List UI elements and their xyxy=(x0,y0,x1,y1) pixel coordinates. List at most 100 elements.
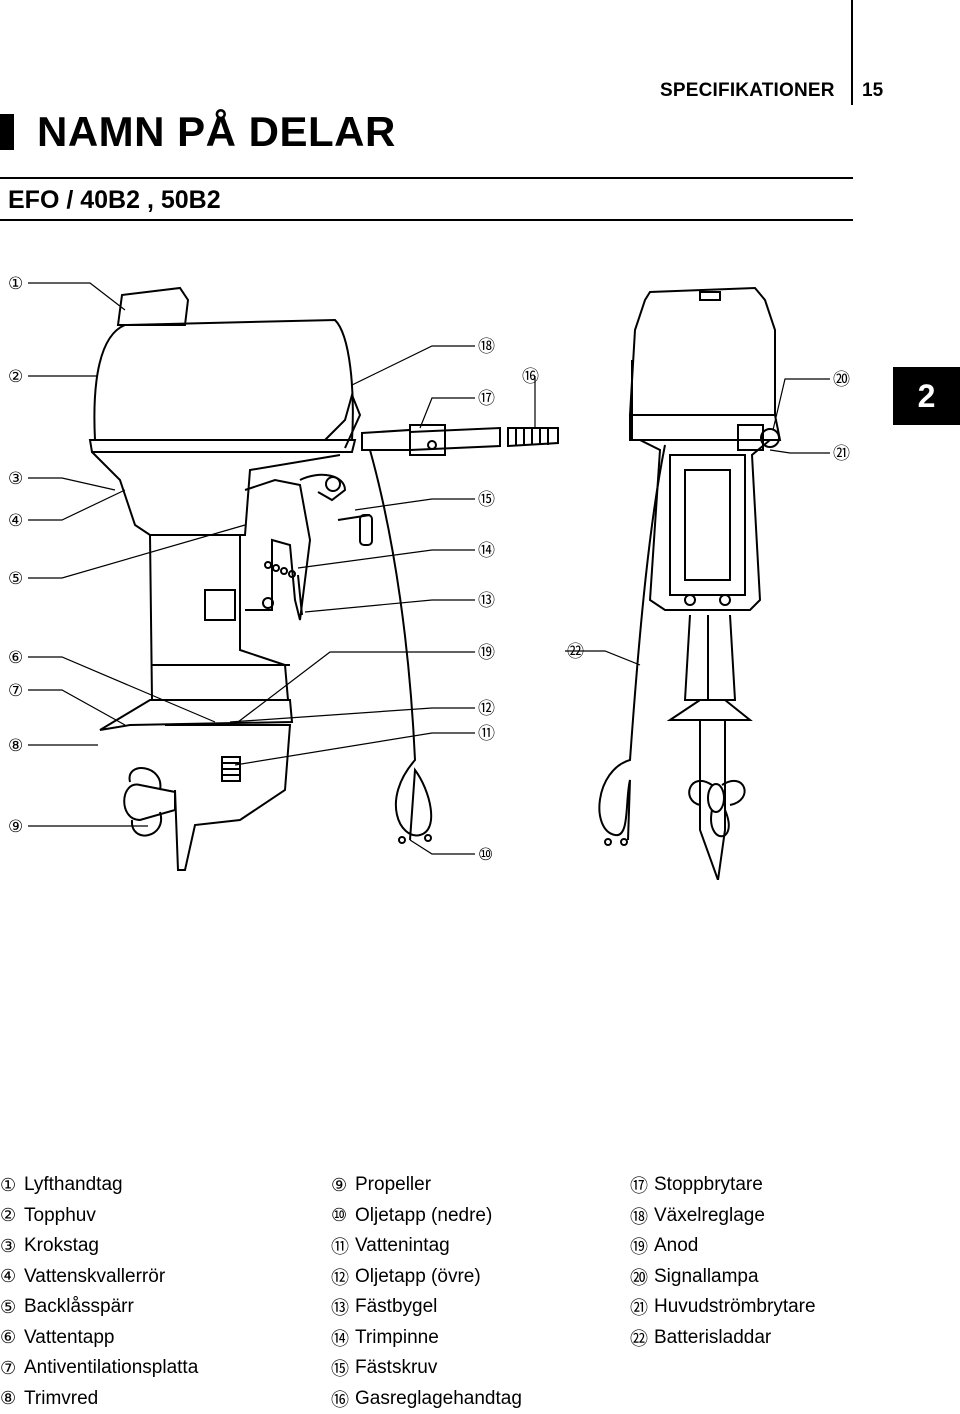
legend-label: Lyfthandtag xyxy=(24,1174,123,1196)
callout-3: ③ xyxy=(8,469,23,489)
legend-number: ⑤ xyxy=(0,1297,24,1318)
callout-6: ⑥ xyxy=(8,648,23,668)
legend-label: Oljetapp (nedre) xyxy=(355,1205,492,1227)
legend-label: Trimvred xyxy=(24,1388,98,1410)
subtitle-rule xyxy=(0,219,853,221)
callout-4: ④ xyxy=(8,511,23,531)
title-marker xyxy=(0,114,14,150)
model-subtitle: EFO / 40B2 , 50B2 xyxy=(8,186,221,215)
legend-label: Stoppbrytare xyxy=(654,1174,763,1196)
legend-label: Gasreglagehandtag xyxy=(355,1388,522,1410)
legend-label: Fästskruv xyxy=(355,1357,437,1379)
legend-number: ⑰ xyxy=(630,1172,654,1198)
legend-number: ⑲ xyxy=(630,1233,654,1259)
callout-9: ⑨ xyxy=(8,817,23,837)
legend-number: ⑮ xyxy=(331,1355,355,1381)
callout-20: ⑳ xyxy=(833,370,850,390)
legend-number: ⑦ xyxy=(0,1358,24,1379)
legend-number: ⑧ xyxy=(0,1388,24,1409)
legend-number: ⑪ xyxy=(331,1233,355,1259)
callout-11: ⑪ xyxy=(478,724,495,744)
legend-number: ㉒ xyxy=(630,1325,654,1351)
callout-7: ⑦ xyxy=(8,681,23,701)
legend-label: Anod xyxy=(654,1235,698,1257)
outboard-motor-diagram: ① ② ③ ④ ⑤ ⑥ ⑦ ⑧ ⑨ ⑩ ⑪ ⑫ ⑬ ⑭ ⑮ ⑯ ⑰ ⑱ ⑲ ⑳ … xyxy=(0,260,960,880)
legend-number: ② xyxy=(0,1205,24,1226)
callout-10: ⑩ xyxy=(478,845,493,865)
legend-label: Topphuv xyxy=(24,1205,96,1227)
callout-13: ⑬ xyxy=(478,591,495,611)
callout-5: ⑤ xyxy=(8,569,23,589)
page-number: 15 xyxy=(862,80,883,102)
title-rule xyxy=(0,177,853,179)
legend-number: ⑭ xyxy=(331,1325,355,1351)
legend-number: ③ xyxy=(0,1236,24,1257)
legend-label: Trimpinne xyxy=(355,1327,439,1349)
legend-label: Fästbygel xyxy=(355,1296,437,1318)
callout-12: ⑫ xyxy=(478,699,495,719)
legend-label: Vattentapp xyxy=(24,1327,115,1349)
callout-1: ① xyxy=(8,274,23,294)
header-vertical-rule xyxy=(851,0,853,105)
callout-14: ⑭ xyxy=(478,541,495,561)
callout-16: ⑯ xyxy=(522,367,539,387)
legend-number: ⑬ xyxy=(331,1294,355,1320)
legend-number: ⑥ xyxy=(0,1327,24,1348)
legend-number: ⑯ xyxy=(331,1386,355,1412)
legend-number: ⑱ xyxy=(630,1203,654,1229)
legend-number: ⑩ xyxy=(331,1205,355,1226)
callout-19: ⑲ xyxy=(478,643,495,663)
legend-number: ④ xyxy=(0,1266,24,1287)
legend-label: Krokstag xyxy=(24,1235,99,1257)
callout-15: ⑮ xyxy=(478,490,495,510)
callout-21: ㉑ xyxy=(833,444,850,464)
legend-label: Antiventilationsplatta xyxy=(24,1357,198,1379)
legend-label: Vattenskvallerrör xyxy=(24,1266,165,1288)
legend-number: ㉑ xyxy=(630,1294,654,1320)
legend-number: ① xyxy=(0,1175,24,1196)
legend-number: ⑫ xyxy=(331,1264,355,1290)
callout-18: ⑱ xyxy=(478,337,495,357)
legend-label: Huvudströmbrytare xyxy=(654,1296,816,1318)
section-header: SPECIFIKATIONER xyxy=(660,80,835,102)
legend-label: Växelreglage xyxy=(654,1205,765,1227)
legend-label: Signallampa xyxy=(654,1266,759,1288)
legend-number: ⑳ xyxy=(630,1264,654,1290)
callout-17: ⑰ xyxy=(478,389,495,409)
legend-label: Batterisladdar xyxy=(654,1327,771,1349)
callout-22: ㉒ xyxy=(567,642,584,662)
legend-label: Backlåsspärr xyxy=(24,1296,134,1318)
callout-2: ② xyxy=(8,367,23,387)
legend-label: Oljetapp (övre) xyxy=(355,1266,481,1288)
legend-label: Propeller xyxy=(355,1174,431,1196)
legend-number: ⑨ xyxy=(331,1175,355,1196)
legend-label: Vattenintag xyxy=(355,1235,450,1257)
callout-8: ⑧ xyxy=(8,736,23,756)
page-title: NAMN PÅ DELAR xyxy=(37,108,396,156)
